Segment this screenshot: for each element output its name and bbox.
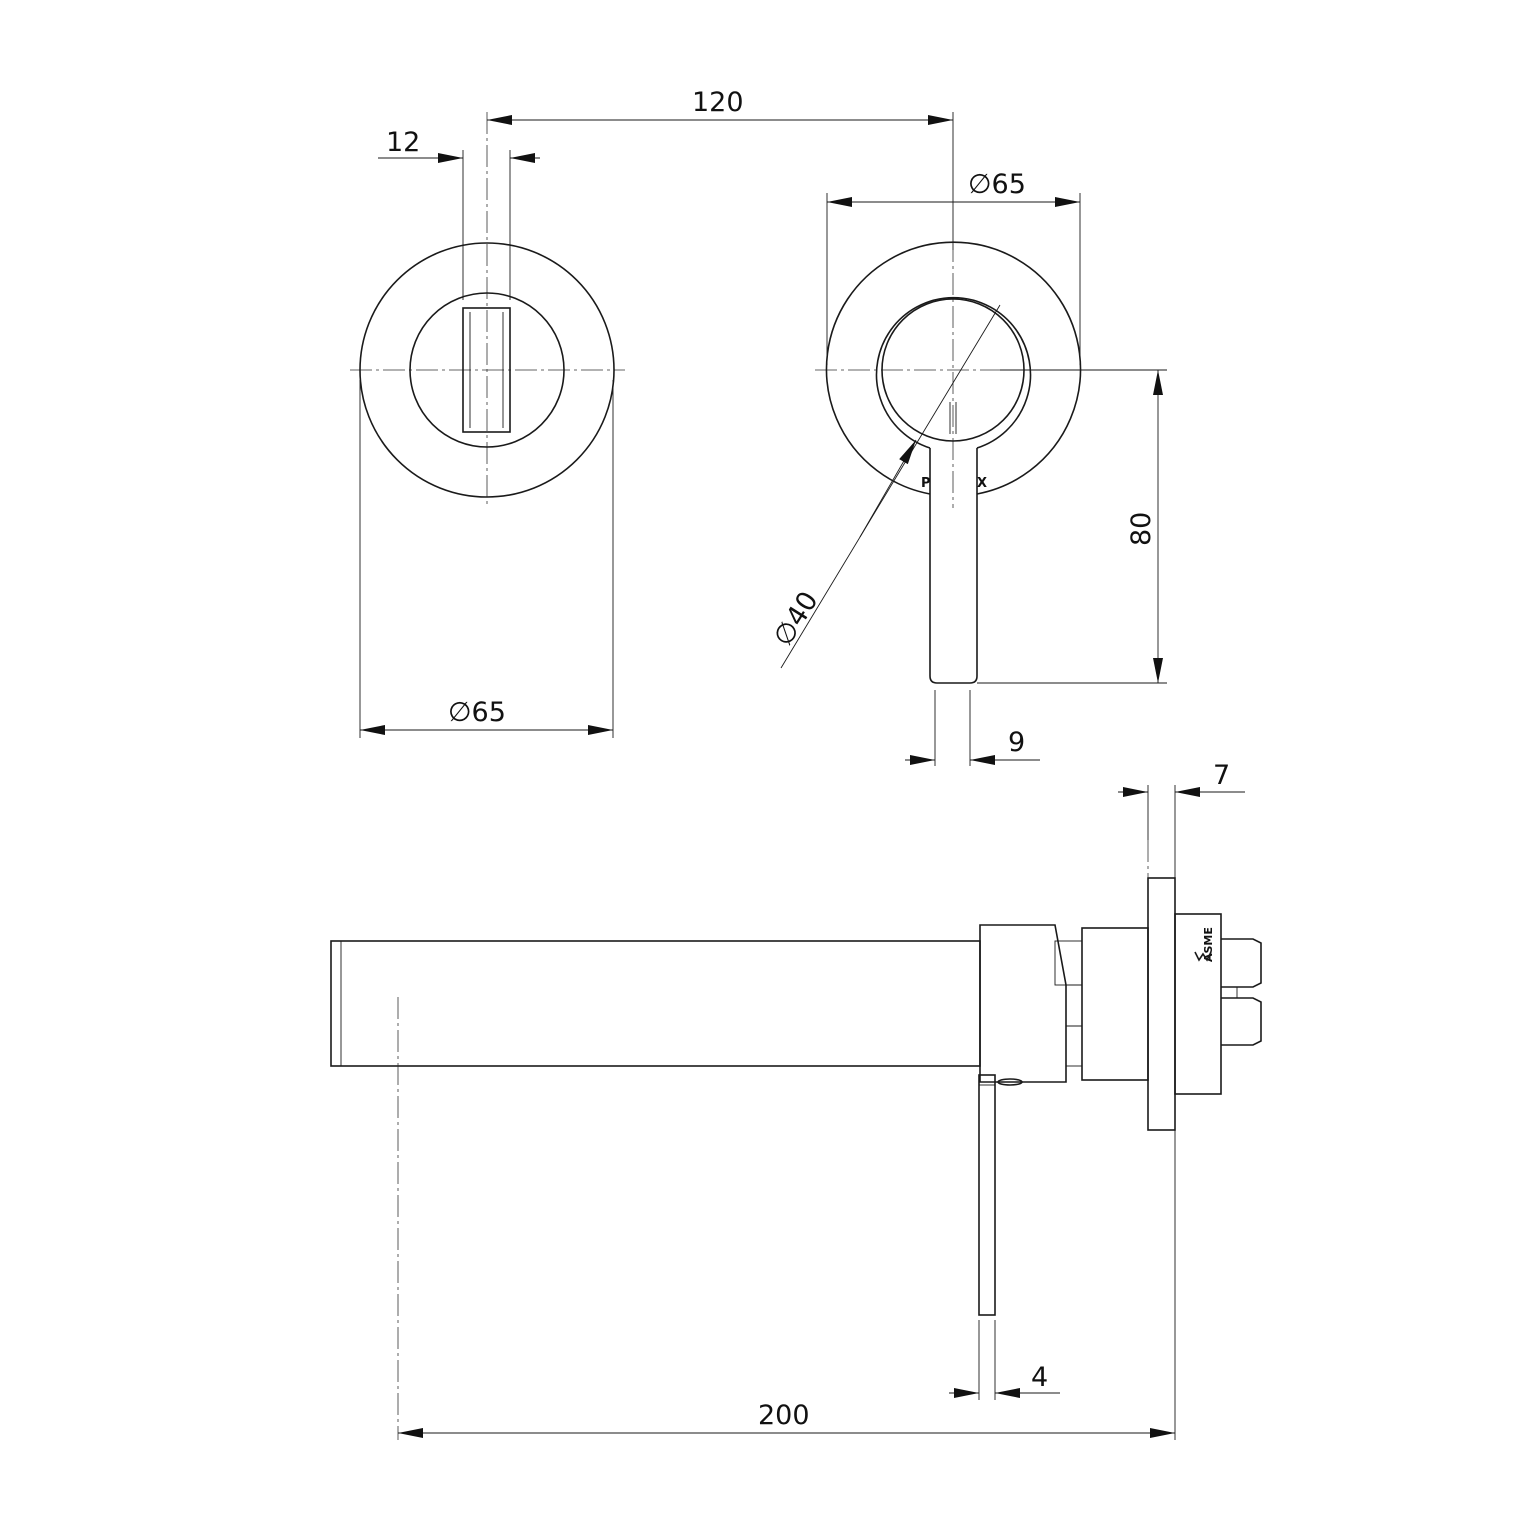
dim-7-text: 7 [1213, 760, 1230, 791]
dimension-lever-length: 80 [977, 369, 1167, 684]
watermark-logo-icon [1194, 951, 1212, 962]
dim-9-text: 9 [1008, 727, 1025, 758]
dimension-spout-projection: 200 [398, 1130, 1176, 1440]
dim-4-text: 4 [1031, 1362, 1048, 1393]
dim-right-65-text: ∅65 [968, 169, 1026, 200]
dim-40-text: ∅40 [768, 586, 825, 652]
cert-mark: ASME [1202, 927, 1215, 962]
dim-left-65-text: ∅65 [448, 697, 506, 728]
dimension-plate-thickness: 7 [1118, 760, 1245, 878]
dimension-lever-width: 9 [905, 690, 1040, 766]
lever-side [978, 1074, 996, 1316]
spout-plate-front-view [350, 112, 625, 508]
dimension-center-distance: 120 [487, 87, 954, 250]
wall-flange [1147, 877, 1176, 1131]
mixer-plate-front-view: P X [815, 240, 1095, 684]
dimension-slot-width: 12 [378, 127, 540, 300]
dimension-ring-diameter: ∅40 [768, 304, 1001, 669]
dim-200-text: 200 [758, 1400, 810, 1431]
valve-body [979, 924, 1067, 1083]
dim-120-text: 120 [692, 87, 744, 118]
dim-12-text: 12 [386, 127, 420, 158]
plate-mark-x: X [977, 476, 987, 491]
dimension-left-plate-diameter: ∅65 [359, 380, 614, 738]
spout-side [330, 940, 981, 1067]
dimension-lever-thickness: 4 [949, 1320, 1060, 1400]
dimension-right-plate-diameter: ∅65 [826, 169, 1081, 365]
side-view: ASME [330, 840, 1262, 1440]
plate-mark-p: P [921, 476, 931, 491]
dim-80-text: 80 [1126, 512, 1157, 546]
